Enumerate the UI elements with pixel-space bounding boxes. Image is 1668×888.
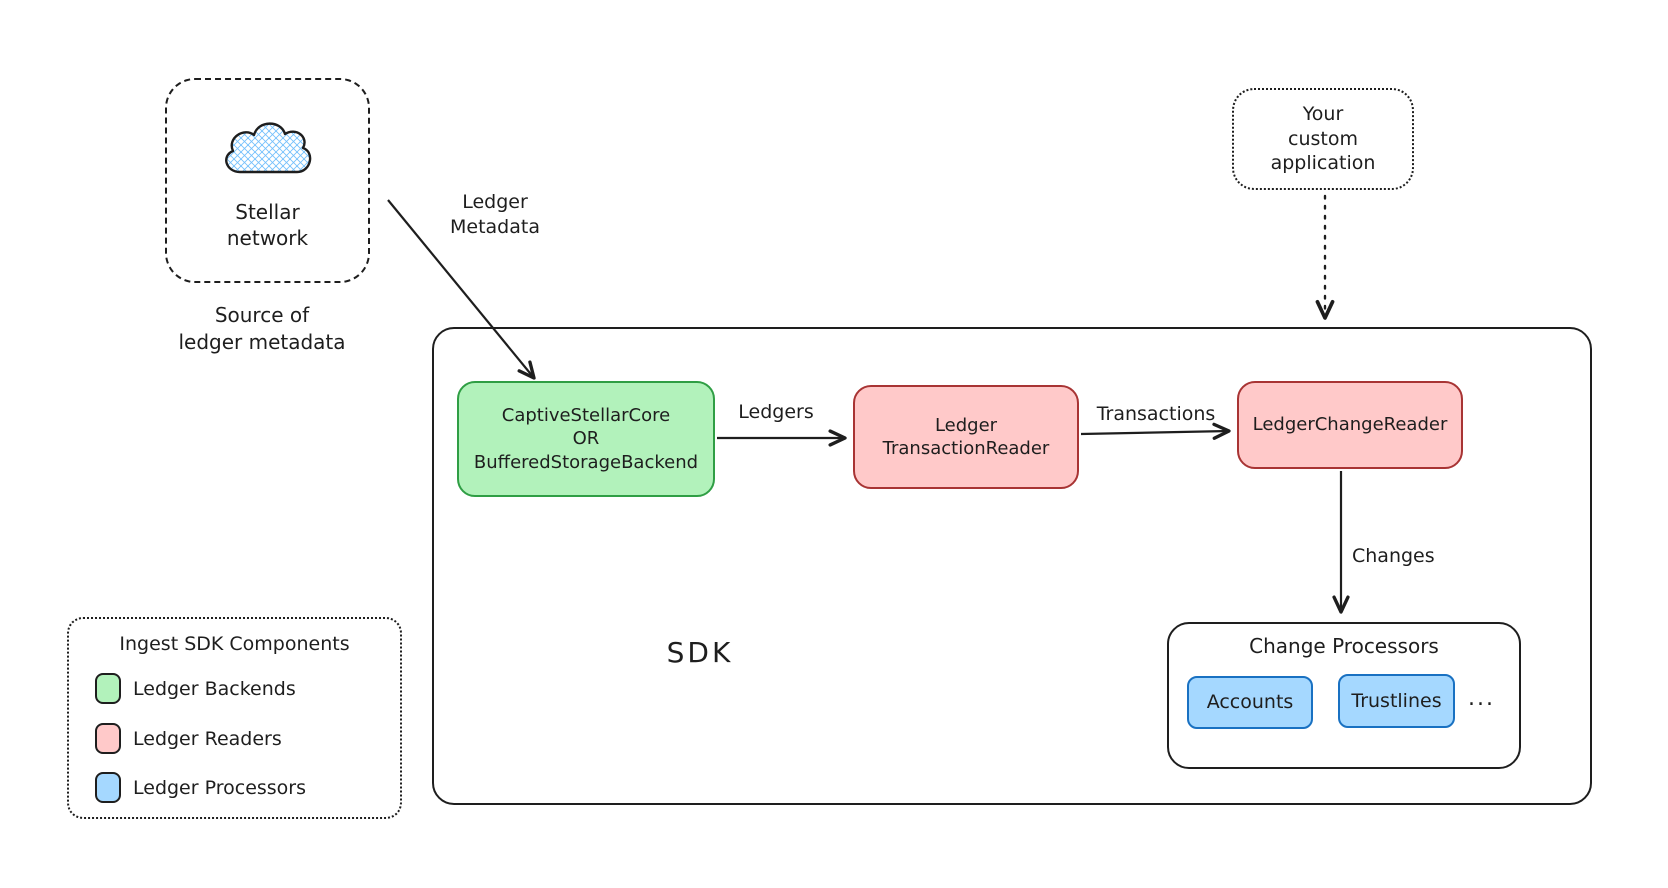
legend-title: Ingest SDK Components [119, 633, 350, 655]
ledger-backend-node: CaptiveStellarCore OR BufferedStorageBac… [457, 381, 715, 497]
trustlines-processor-label: Trustlines [1351, 689, 1442, 712]
more-processors-ellipsis: ... [1468, 686, 1495, 711]
legend-item-backends: Ledger Backends [95, 673, 296, 704]
legend-backends-label: Ledger Backends [133, 677, 296, 700]
sdk-label: SDK [666, 636, 734, 669]
stellar-network-node: Stellar network [165, 78, 370, 283]
green-swatch-icon [95, 673, 121, 704]
accounts-processor-label: Accounts [1206, 691, 1294, 714]
legend-item-readers: Ledger Readers [95, 723, 282, 754]
source-caption: Source of ledger metadata [178, 303, 346, 354]
blue-swatch-icon [95, 772, 121, 803]
cloud-icon [213, 110, 323, 193]
stellar-network-label: Stellar network [226, 200, 309, 250]
transaction-reader-node: Ledger TransactionReader [853, 385, 1079, 489]
custom-application-label: Your custom application [1270, 102, 1376, 175]
change-processors-title: Change Processors [1249, 634, 1439, 658]
legend-processors-label: Ledger Processors [133, 776, 307, 799]
custom-application-node: Your custom application [1232, 88, 1414, 190]
ledger-backend-label: CaptiveStellarCore OR BufferedStorageBac… [473, 404, 699, 473]
accounts-processor-node: Accounts [1187, 676, 1313, 729]
transaction-reader-label: Ledger TransactionReader [882, 414, 1050, 459]
trustlines-processor-node: Trustlines [1338, 674, 1455, 728]
ledger-metadata-arrow-label: Ledger Metadata [450, 191, 540, 238]
changes-arrow-label: Changes [1352, 545, 1435, 567]
pink-swatch-icon [95, 723, 121, 754]
sdk-container [432, 327, 1592, 805]
change-reader-label: LedgerChangeReader [1252, 414, 1448, 436]
transactions-arrow-label: Transactions [1096, 403, 1216, 425]
ledgers-arrow-label: Ledgers [738, 401, 814, 423]
change-reader-node: LedgerChangeReader [1237, 381, 1463, 469]
legend-item-processors: Ledger Processors [95, 772, 306, 803]
legend: Ingest SDK Components Ledger Backends Le… [67, 617, 402, 819]
legend-readers-label: Ledger Readers [133, 727, 282, 750]
